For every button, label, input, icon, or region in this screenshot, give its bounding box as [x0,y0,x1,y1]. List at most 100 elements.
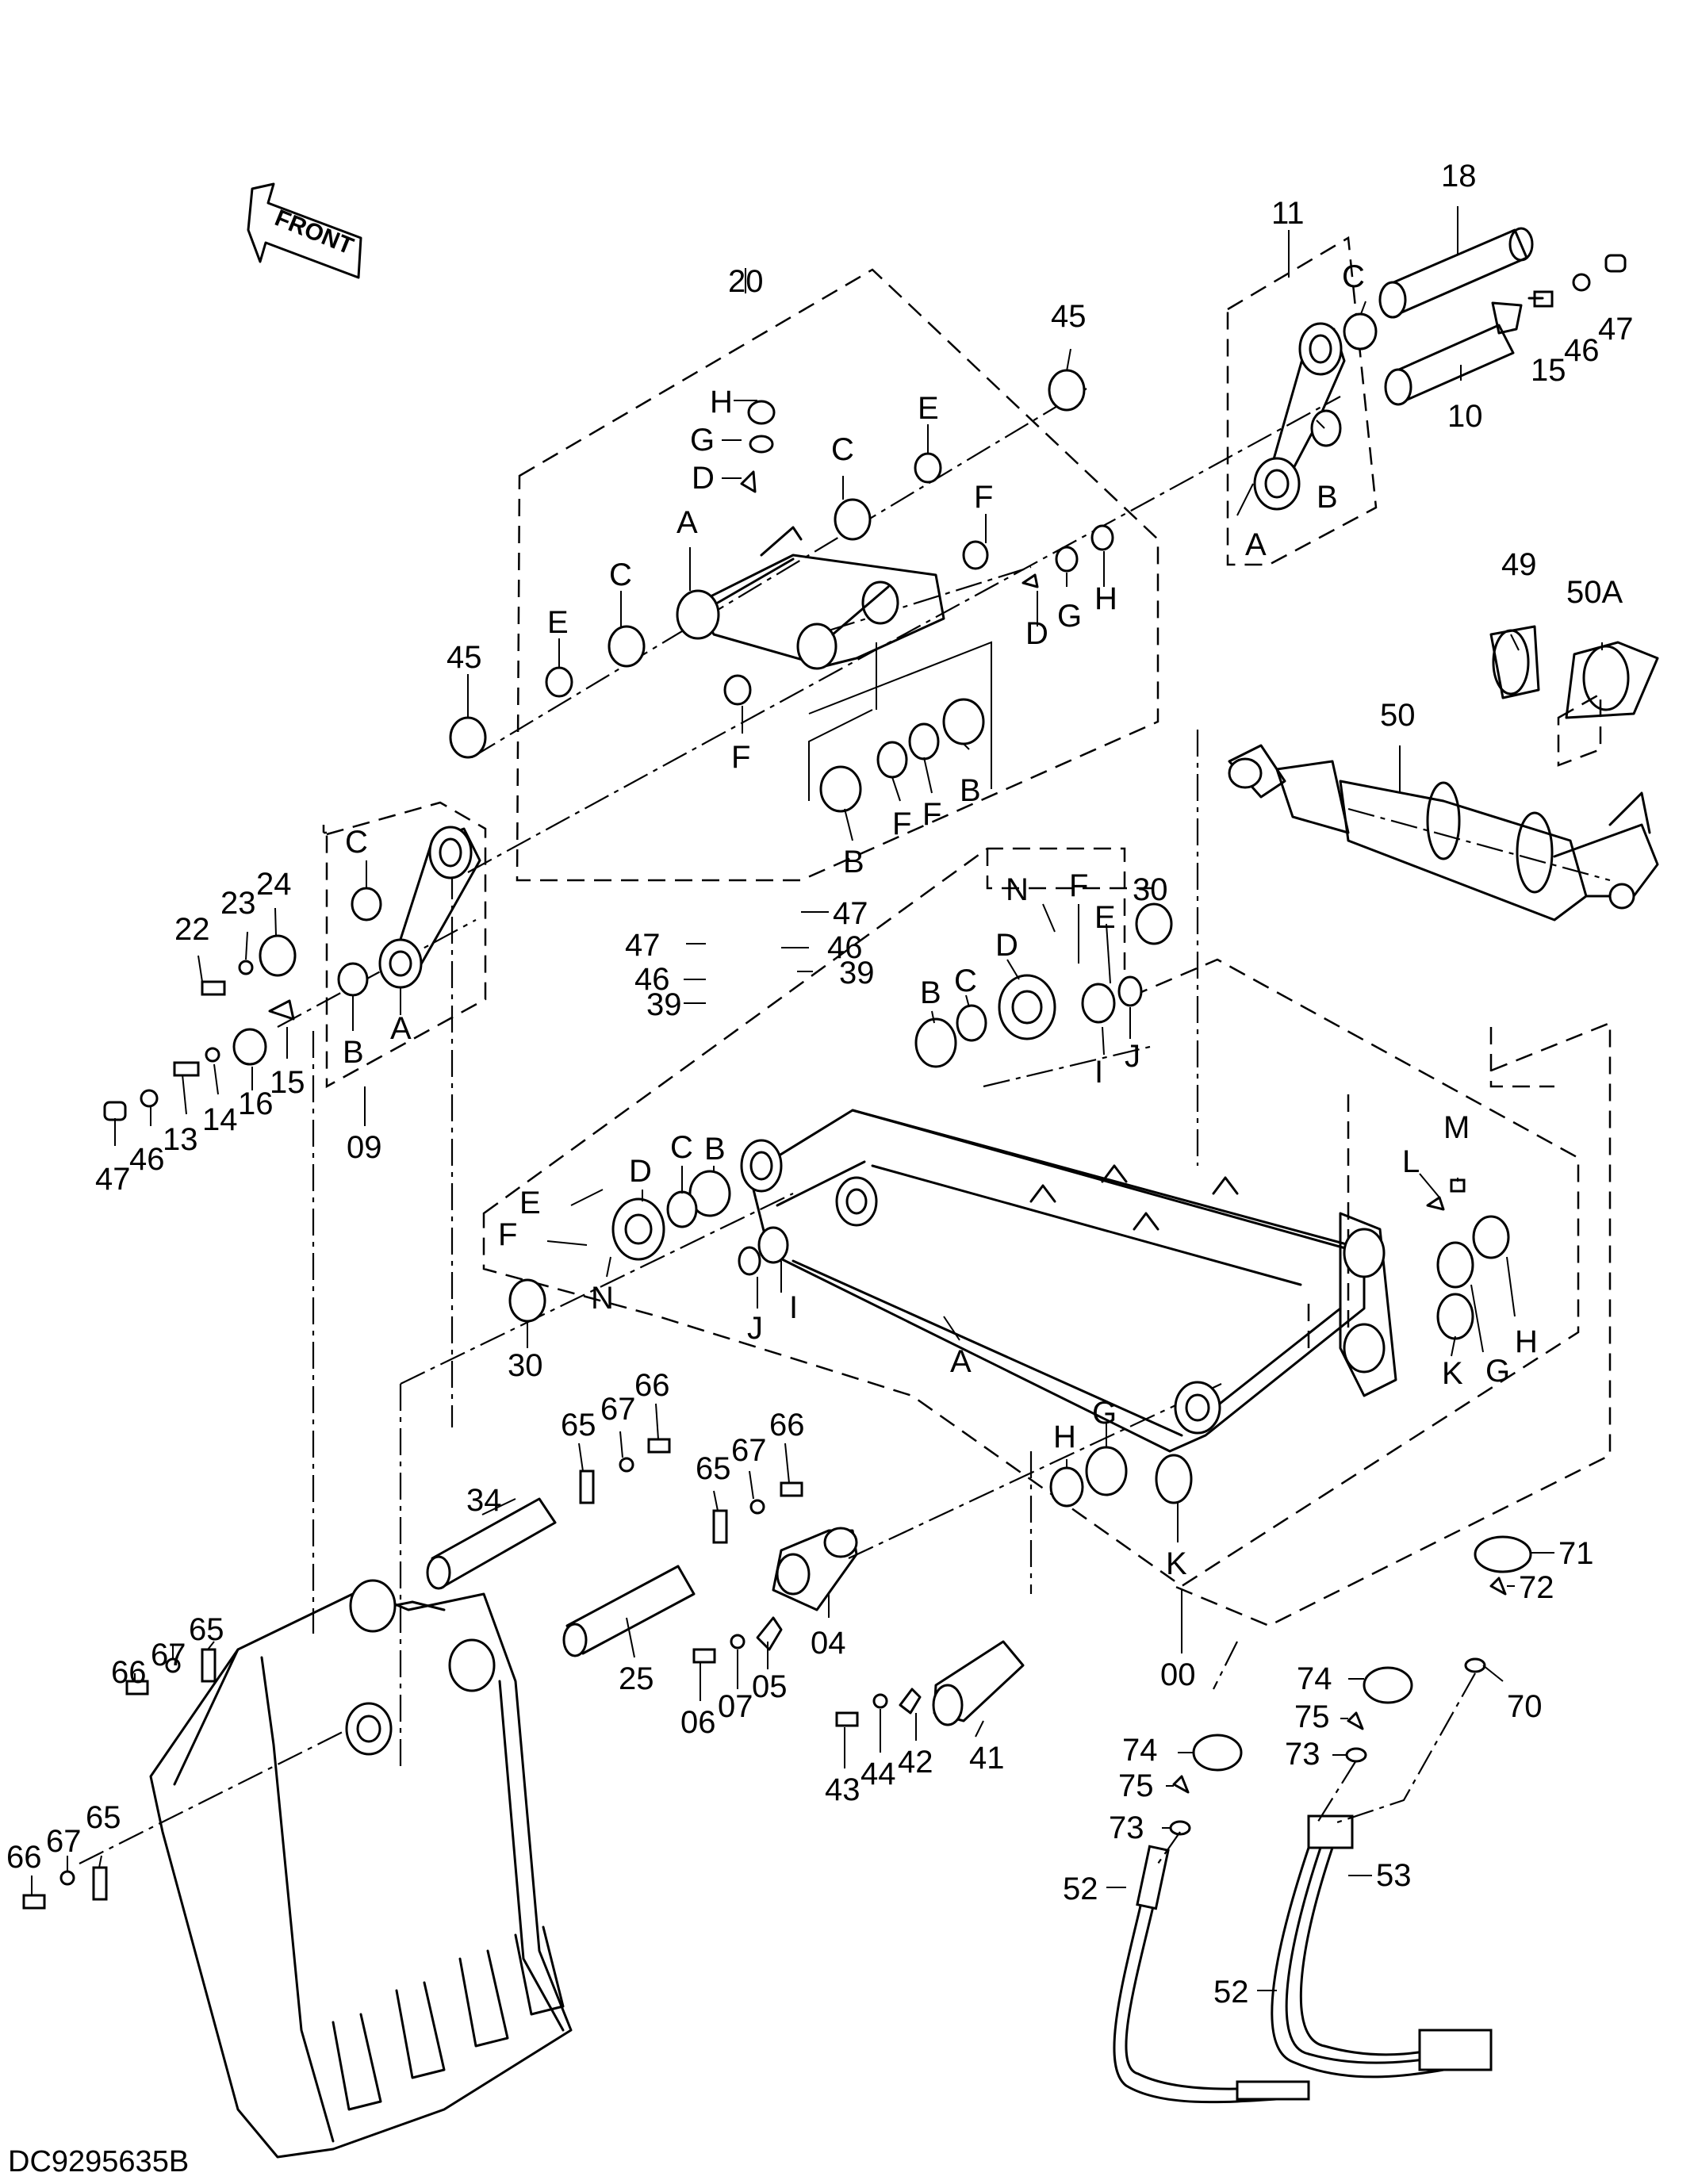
washer-44 [872,1693,888,1709]
flange-74-a [1363,1666,1413,1704]
label-44: 44 [860,1757,896,1791]
label-65c: 65 [189,1612,224,1647]
washer-46-left [140,1089,159,1108]
label-50: 50 [1380,698,1416,733]
bolt-13 [173,1061,200,1077]
label-67d: 67 [46,1824,82,1859]
label-E3: E [1094,900,1116,935]
washer-23 [238,960,254,975]
label-04: 04 [811,1626,846,1661]
grease-D2 [1021,573,1039,588]
grease-D1 [740,470,757,493]
bolt-66-c [125,1680,149,1695]
label-47c: 47 [625,928,661,963]
cap-H1 [747,400,776,425]
label-c-top: C [1342,259,1365,294]
clamp-49 [1489,625,1540,699]
bolt-66-b [780,1481,803,1497]
label-46a: 46 [1564,333,1600,368]
fitting-47-left [103,1101,127,1121]
front-label: FRONT [271,205,357,259]
label-14: 14 [202,1102,238,1137]
group-20-boundary [516,268,1159,882]
bolt-75-a [1347,1711,1364,1730]
part-labels: 18 11 20 45 C H G D E C A F C E 45 F G H… [6,159,1634,2010]
label-39a: 39 [646,987,682,1022]
bushing-G3 [1436,1241,1474,1289]
pin-34 [426,1497,557,1590]
label-H4: H [1053,1420,1076,1454]
label-47b: 47 [95,1162,131,1197]
label-D1: D [692,461,715,496]
label-M: M [1443,1110,1470,1145]
label-22: 22 [174,912,210,947]
bushing-B1 [819,765,862,813]
label-F2: F [731,740,750,775]
label-67a: 67 [600,1392,636,1427]
label-25: 25 [619,1661,654,1696]
clamp-50A [1565,641,1659,719]
label-B2: B [960,773,981,808]
oring-73-a [1345,1747,1367,1763]
label-65d: 65 [86,1800,121,1835]
label-15a: 15 [1531,353,1566,388]
plate-65-c [201,1648,217,1683]
side-link-09 [378,826,481,989]
label-20: 20 [728,264,764,299]
label-F1: F [974,480,993,515]
label-F3: F [892,807,911,841]
group-00-boundary [482,847,1580,1588]
label-K2: K [1166,1546,1187,1581]
label-H3: H [1515,1324,1538,1359]
label-H2: H [1094,581,1117,616]
h-link-20 [676,526,945,670]
label-C2: C [609,557,632,592]
fitting-47-top [1604,254,1627,273]
label-N1: N [1006,872,1029,907]
label-45a: 45 [1051,299,1087,334]
group-09-boundary [322,825,327,834]
label-42: 42 [898,1745,933,1780]
label-30b: 30 [508,1348,543,1383]
label-67c: 67 [151,1638,186,1672]
bolt-75-b [1172,1775,1190,1794]
bushing-C2 [608,625,646,668]
seal-F3 [876,741,908,779]
label-J2: J [747,1311,763,1346]
label-74a: 74 [1297,1661,1332,1696]
label-15b: 15 [270,1065,305,1100]
label-73b: 73 [1109,1810,1144,1845]
label-G4: G [1092,1396,1117,1431]
ring-45-left [449,716,487,759]
plate-05 [756,1616,783,1651]
front-arrow-icon: FRONT [247,182,362,279]
hose-52-53-right [1271,1814,1493,2079]
label-65a: 65 [561,1408,596,1443]
label-24: 24 [256,867,292,902]
side-link-11 [1253,322,1346,511]
washer-67-b [749,1499,765,1515]
label-00: 00 [1160,1657,1196,1692]
seal-H4 [1049,1466,1084,1508]
flange-74-b [1192,1734,1243,1772]
label-L: L [1402,1144,1420,1179]
seal-C4 [666,1190,698,1228]
label-16: 16 [238,1086,274,1121]
pin-41 [932,1640,1025,1726]
label-E4: E [519,1186,541,1220]
ring-45-top [1048,369,1086,412]
bushing-B3 [914,1017,957,1068]
plate-65-a [579,1469,595,1504]
label-07: 07 [718,1689,753,1724]
bolt-66-d [22,1894,46,1910]
label-46b: 46 [129,1142,165,1177]
label-E2: E [547,605,569,640]
label-C-09: C [345,825,368,860]
label-66c: 66 [111,1655,147,1690]
label-18: 18 [1441,159,1477,193]
label-D2: D [1025,616,1048,651]
label-D4: D [629,1154,652,1189]
label-50A: 50A [1566,575,1623,610]
label-A1: A [677,505,698,540]
label-05: 05 [752,1669,788,1704]
